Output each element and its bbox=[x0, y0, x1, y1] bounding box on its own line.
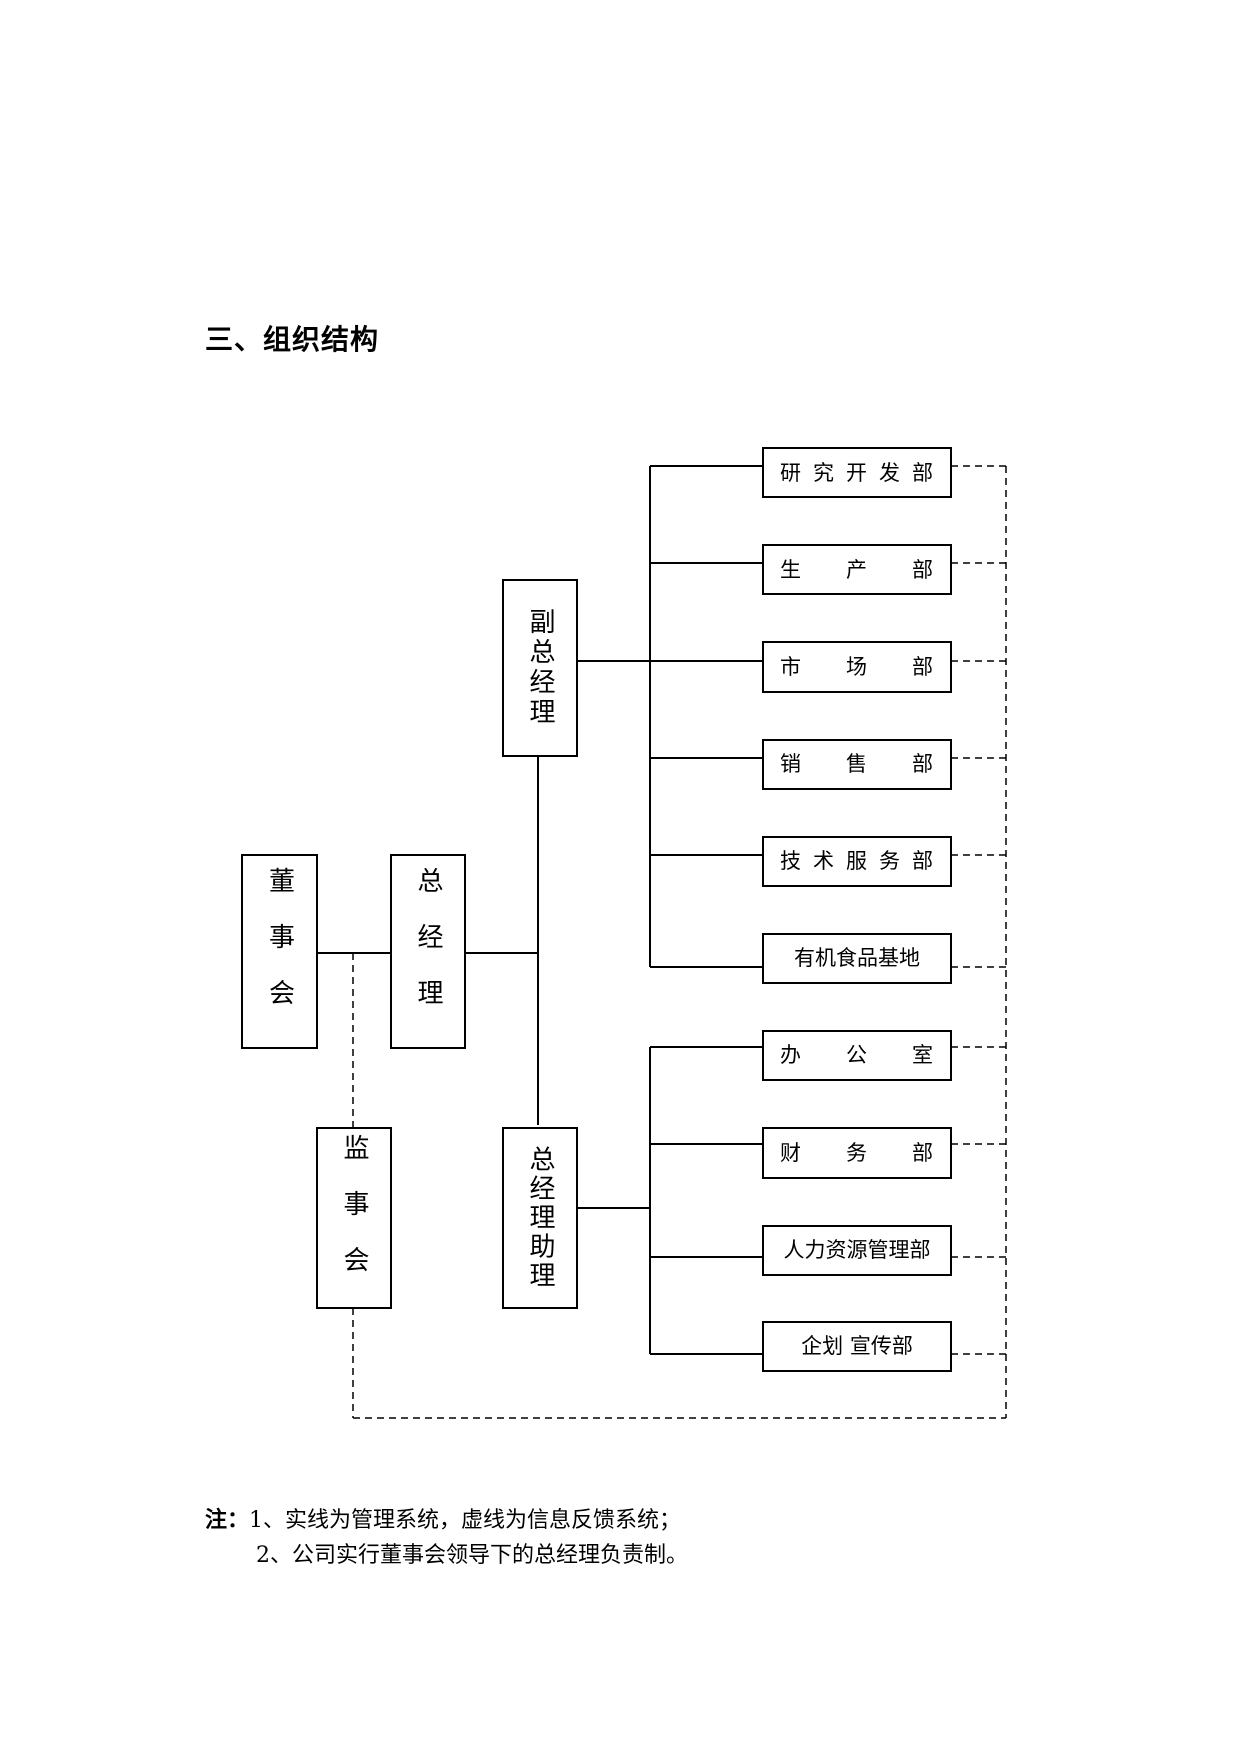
note-text-1: 1、实线为管理系统，虚线为信息反馈系统； bbox=[249, 1508, 682, 1533]
general-manager-label: 总经理 bbox=[413, 867, 443, 1035]
dept-box-production bbox=[762, 544, 952, 595]
note-text-2: 2、公司实行董事会领导下的总经理负责制。 bbox=[256, 1543, 688, 1568]
note-line-2: 2、公司实行董事会领导下的总经理负责制。 bbox=[256, 1537, 688, 1569]
dept-box-sales bbox=[762, 739, 952, 790]
note-label: 注： bbox=[205, 1508, 250, 1533]
dept-box-rd bbox=[762, 447, 952, 498]
board-label: 董事会 bbox=[265, 867, 295, 1035]
dept-box-organic-base bbox=[762, 933, 952, 984]
supervisory-board-box bbox=[316, 1127, 392, 1309]
dept-box-hr bbox=[762, 1225, 952, 1276]
dept-box-market bbox=[762, 641, 952, 693]
dept-label-hr: 人力资源管理部 bbox=[784, 1238, 931, 1262]
deputy-general-manager-box bbox=[502, 579, 578, 757]
dept-label-organic-base: 有机食品基地 bbox=[794, 946, 920, 970]
dept-box-finance bbox=[762, 1127, 952, 1179]
dept-label-planning: 企划 宣传部 bbox=[801, 1334, 913, 1358]
general-manager-box bbox=[390, 854, 466, 1049]
assistant-general-manager-box bbox=[502, 1127, 578, 1309]
page-title: 三、组织结构 bbox=[205, 323, 380, 356]
board-box bbox=[241, 854, 318, 1049]
dept-box-planning bbox=[762, 1321, 952, 1372]
deputy-general-manager-label: 副总经理 bbox=[525, 608, 555, 728]
dept-box-office bbox=[762, 1030, 952, 1081]
supervisory-board-label: 监事会 bbox=[339, 1134, 369, 1302]
dept-box-tech-service bbox=[762, 836, 952, 887]
assistant-general-manager-label: 总经理助理 bbox=[525, 1145, 555, 1290]
note-line-1: 注：1、实线为管理系统，虚线为信息反馈系统； bbox=[205, 1502, 681, 1534]
